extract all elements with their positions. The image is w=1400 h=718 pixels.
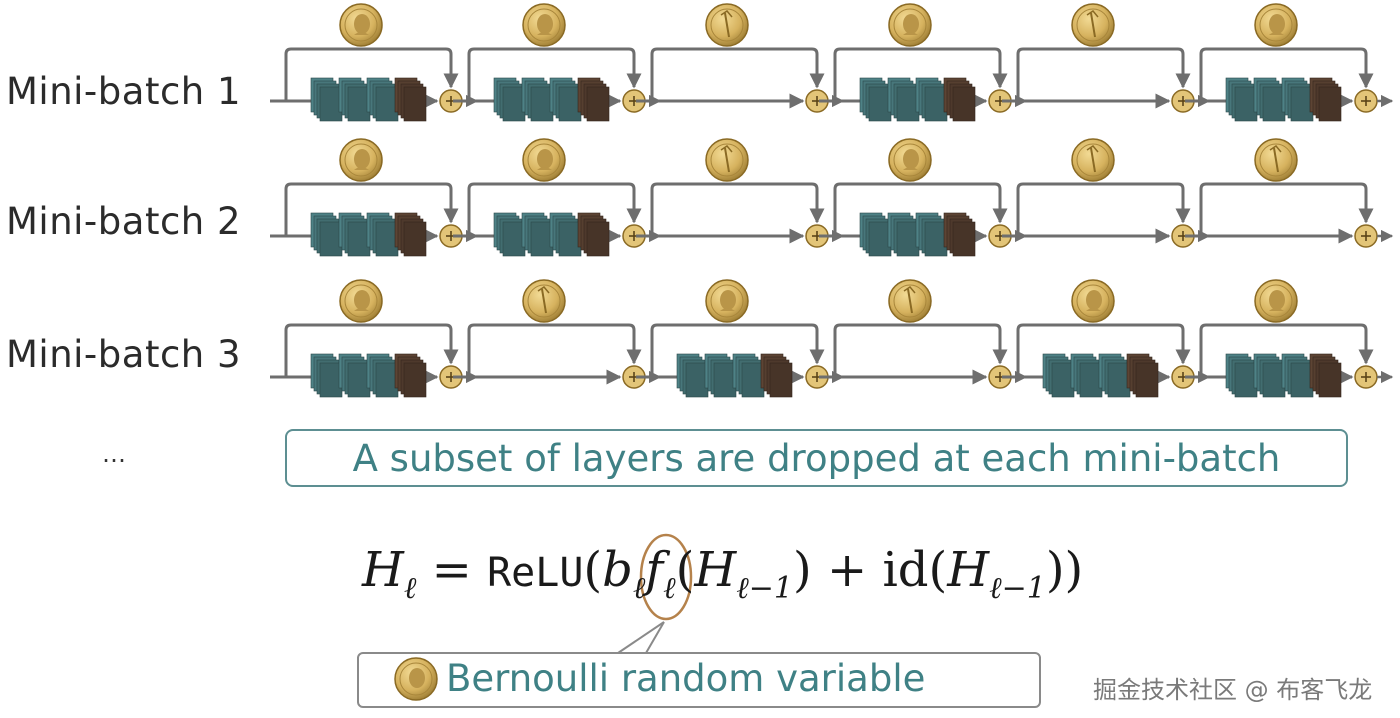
row-label-mini-batch-1: Mini-batch 1 <box>6 70 241 113</box>
residual-block-1-1 <box>270 4 477 121</box>
residual-block-1-6 <box>1185 4 1392 121</box>
bernoulli-pointer-line-1 <box>618 622 664 653</box>
residual-block-3-4 <box>819 280 1026 388</box>
row-label-mini-batch-2: Mini-batch 2 <box>6 200 241 243</box>
coin-head-icon <box>340 280 382 322</box>
layer-stack <box>311 354 426 397</box>
residual-block-2-5 <box>1002 139 1209 247</box>
formula-relu: ReLU <box>487 550 583 596</box>
coin-tail-icon <box>1072 4 1114 46</box>
bernoulli-pointer-line-2 <box>646 622 664 653</box>
formula-rparen: ) <box>793 542 812 598</box>
layer-stack <box>1226 78 1341 121</box>
residual-block-3-5 <box>1002 280 1209 397</box>
coin-head-icon <box>523 139 565 181</box>
plus-circle-icon <box>1355 90 1377 112</box>
formula-f-ell: ℓ <box>663 571 676 606</box>
residual-block-2-1 <box>270 139 477 256</box>
residual-block-2-3 <box>636 139 843 247</box>
formula-lparen-3: ( <box>929 542 948 598</box>
coin-head-icon <box>340 4 382 46</box>
residual-block-3-3 <box>636 280 843 397</box>
bernoulli-label: Bernoulli random variable <box>446 657 925 700</box>
layer-stack <box>677 354 792 397</box>
residual-block-3-2 <box>453 280 660 388</box>
coin-head-icon <box>1255 4 1297 46</box>
formula-b-ell: ℓ <box>633 571 646 606</box>
coin-head-icon <box>889 4 931 46</box>
coin-head-icon <box>523 4 565 46</box>
plus-circle-icon <box>1355 225 1377 247</box>
residual-block-3-1 <box>270 280 477 397</box>
watermark: 掘金技术社区 @ 布客飞龙 <box>1093 670 1372 705</box>
coin-head-icon <box>340 139 382 181</box>
layer-stack <box>1043 354 1158 397</box>
coin-tail-icon <box>1072 139 1114 181</box>
layer-stack <box>494 213 609 256</box>
coin-head-icon <box>1255 280 1297 322</box>
coin-tail-icon <box>889 280 931 322</box>
coin-tail-icon <box>706 4 748 46</box>
formula-h-3: H <box>947 542 989 598</box>
residual-block-1-2 <box>453 4 660 121</box>
layer-stack <box>494 78 609 121</box>
callout-text: A subset of layers are dropped at each m… <box>353 437 1281 480</box>
ellipsis: … <box>102 440 126 468</box>
residual-block-2-6 <box>1185 139 1392 247</box>
layer-stack <box>1226 354 1341 397</box>
formula-rparen-double: )) <box>1046 542 1083 598</box>
formula-h-2: H <box>694 542 736 598</box>
coin-tail-icon <box>706 139 748 181</box>
formula-lparen-2: ( <box>676 542 695 598</box>
formula-f: f <box>645 542 663 598</box>
residual-block-1-4 <box>819 4 1026 121</box>
formula-ell: ℓ <box>404 571 417 606</box>
formula: Hℓ = ReLU(bℓfℓ(Hℓ−1) + id(Hℓ−1)) <box>362 542 1083 606</box>
residual-block-3-6 <box>1185 280 1392 397</box>
formula-h: H <box>362 542 404 598</box>
layer-stack <box>860 213 975 256</box>
coin-head-icon <box>706 280 748 322</box>
layer-stack <box>311 78 426 121</box>
residual-block-1-3 <box>636 4 843 112</box>
coin-head-icon <box>1072 280 1114 322</box>
formula-prev-2: ℓ−1 <box>989 571 1046 606</box>
coin-tail-icon <box>523 280 565 322</box>
residual-block-1-5 <box>1002 4 1209 112</box>
callout-box: A subset of layers are dropped at each m… <box>285 429 1348 487</box>
formula-id: id <box>882 542 928 598</box>
formula-plus: + <box>812 542 883 598</box>
residual-block-2-4 <box>819 139 1026 256</box>
layer-stack <box>311 213 426 256</box>
formula-b: b <box>602 542 633 598</box>
coin-head-icon <box>889 139 931 181</box>
formula-eq: = <box>416 542 487 598</box>
row-label-mini-batch-3: Mini-batch 3 <box>6 333 241 376</box>
formula-prev: ℓ−1 <box>736 571 793 606</box>
layer-stack <box>860 78 975 121</box>
plus-circle-icon <box>1355 366 1377 388</box>
coin-tail-icon <box>1255 139 1297 181</box>
residual-block-2-2 <box>453 139 660 256</box>
formula-lparen: ( <box>583 542 602 598</box>
